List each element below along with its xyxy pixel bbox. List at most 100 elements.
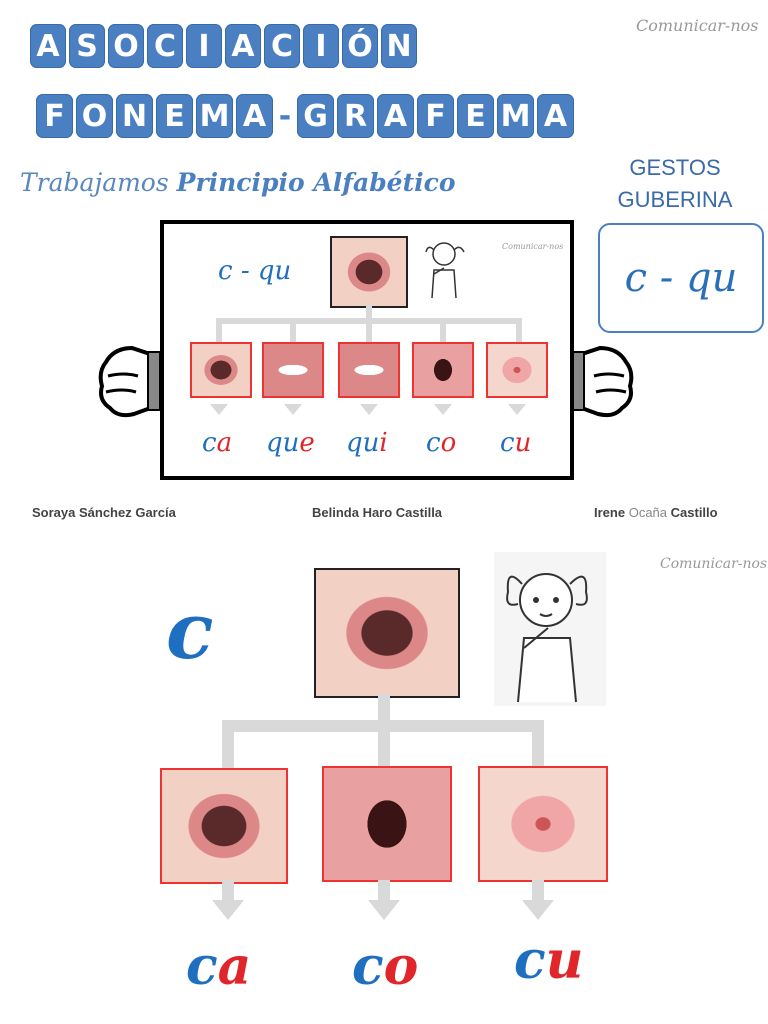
logo-text: Comunicar-nos bbox=[636, 16, 759, 35]
title-letter: I bbox=[186, 24, 222, 68]
author: Irene Ocaña Castillo bbox=[594, 505, 718, 520]
page2-syllable: ca bbox=[186, 936, 251, 997]
title-letter: N bbox=[116, 94, 153, 138]
title-letter: O bbox=[76, 94, 113, 138]
syllable-consonant: qu bbox=[346, 428, 380, 458]
title-letter: G bbox=[297, 94, 334, 138]
cqu-box: c - qu bbox=[598, 223, 764, 333]
tree-branch bbox=[222, 720, 234, 768]
tree-branch bbox=[516, 318, 522, 342]
syllable-consonant: c bbox=[514, 930, 546, 991]
arrow-down-icon bbox=[508, 404, 526, 415]
title-letter: E bbox=[156, 94, 193, 138]
board-syllable: co bbox=[426, 428, 456, 458]
mouth-photo bbox=[322, 766, 452, 882]
arrow-down-icon bbox=[210, 404, 228, 415]
gestos-label: GESTOS GUBERINA bbox=[605, 152, 745, 216]
board-syllable: que bbox=[266, 428, 315, 458]
title-letter: E bbox=[457, 94, 494, 138]
tree-branch bbox=[532, 720, 544, 768]
arrow-down-icon bbox=[212, 900, 244, 920]
syllable-consonant: qu bbox=[266, 428, 300, 458]
syllable-vowel: i bbox=[379, 428, 388, 458]
author-name: Belinda Haro Castilla bbox=[312, 505, 443, 520]
tree-trunk bbox=[366, 304, 372, 320]
board-syllable: qui bbox=[346, 428, 388, 458]
page2-logo-text: Comunicar-nos bbox=[660, 556, 768, 572]
arrow-down-icon bbox=[284, 404, 302, 415]
arrow-down-icon bbox=[522, 900, 554, 920]
syllable-vowel: u bbox=[514, 428, 532, 458]
board-logo-text: Comunicar-nos bbox=[502, 242, 564, 251]
syllable-vowel: o bbox=[440, 428, 457, 458]
mouth-photo bbox=[486, 342, 548, 398]
author-middle: Ocaña bbox=[628, 505, 668, 520]
title-line-1: A S O C I A C I Ó N bbox=[30, 24, 420, 68]
page2-letter: c bbox=[166, 586, 214, 677]
gestos-line-1: GESTOS bbox=[629, 155, 721, 180]
syllable-consonant: c bbox=[352, 936, 384, 997]
mouth-photo bbox=[160, 768, 288, 884]
title-letter: A bbox=[377, 94, 414, 138]
syllable-consonant: c bbox=[186, 936, 218, 997]
tree-branch bbox=[216, 318, 222, 342]
title-letter: O bbox=[108, 24, 144, 68]
author-last: Castillo bbox=[670, 505, 718, 520]
page2-syllable: co bbox=[352, 936, 418, 997]
title-letter: - bbox=[278, 98, 292, 134]
mouth-photo bbox=[314, 568, 460, 698]
syllable-vowel: a bbox=[217, 936, 252, 997]
author: Belinda Haro Castilla bbox=[312, 505, 442, 520]
title-letter: N bbox=[381, 24, 417, 68]
mouth-photo bbox=[262, 342, 324, 398]
board-syllable: ca bbox=[202, 428, 232, 458]
title-letter: F bbox=[36, 94, 73, 138]
syllable-consonant: c bbox=[426, 428, 441, 458]
syllable-vowel: o bbox=[383, 936, 419, 997]
subtitle-normal: Trabajamos bbox=[20, 168, 169, 197]
arrow-stem bbox=[378, 880, 390, 900]
title-letter: A bbox=[537, 94, 574, 138]
mouth-photo bbox=[478, 766, 608, 882]
arrow-down-icon bbox=[368, 900, 400, 920]
arrow-down-icon bbox=[360, 404, 378, 415]
logo: Comunicar-nos bbox=[636, 16, 758, 35]
subtitle: Trabajamos Principio Alfabético bbox=[20, 168, 456, 197]
title-letter: A bbox=[225, 24, 261, 68]
title-letter: Ó bbox=[342, 24, 378, 68]
board-logo: Comunicar-nos bbox=[502, 242, 563, 251]
syllable-consonant: c bbox=[202, 428, 217, 458]
syllable-vowel: u bbox=[545, 930, 584, 991]
subtitle-bold: Principio Alfabético bbox=[176, 168, 456, 197]
arrow-down-icon bbox=[434, 404, 452, 415]
mouth-photo bbox=[330, 236, 408, 308]
page2-syllable: cu bbox=[514, 930, 583, 991]
mouth-photo bbox=[338, 342, 400, 398]
hand-left-icon bbox=[98, 345, 161, 418]
cqu-text: c - qu bbox=[624, 255, 738, 301]
tree-branch bbox=[290, 318, 296, 342]
syllable-vowel: a bbox=[216, 428, 233, 458]
page2-logo: Comunicar-nos bbox=[660, 556, 767, 572]
title-letter: M bbox=[196, 94, 233, 138]
mouth-photo bbox=[190, 342, 252, 398]
tree-trunk bbox=[378, 694, 390, 722]
title-letter: S bbox=[69, 24, 105, 68]
author-name: Soraya Sánchez García bbox=[32, 505, 176, 520]
gestos-line-2: GUBERINA bbox=[617, 187, 733, 212]
arrow-stem bbox=[532, 880, 544, 900]
board-header: c - qu bbox=[218, 256, 292, 286]
title-letter: F bbox=[417, 94, 454, 138]
tree-branch bbox=[378, 720, 390, 768]
arrow-stem bbox=[222, 880, 234, 900]
title-letter: I bbox=[303, 24, 339, 68]
title-letter: A bbox=[236, 94, 273, 138]
tree-branch bbox=[366, 318, 372, 342]
title-letter: C bbox=[264, 24, 300, 68]
title-letter: R bbox=[337, 94, 374, 138]
title-letter: A bbox=[30, 24, 66, 68]
author-first: Irene bbox=[594, 505, 626, 520]
syllable-vowel: e bbox=[299, 428, 315, 458]
hand-right-icon bbox=[571, 345, 634, 418]
syllable-consonant: c bbox=[500, 428, 515, 458]
